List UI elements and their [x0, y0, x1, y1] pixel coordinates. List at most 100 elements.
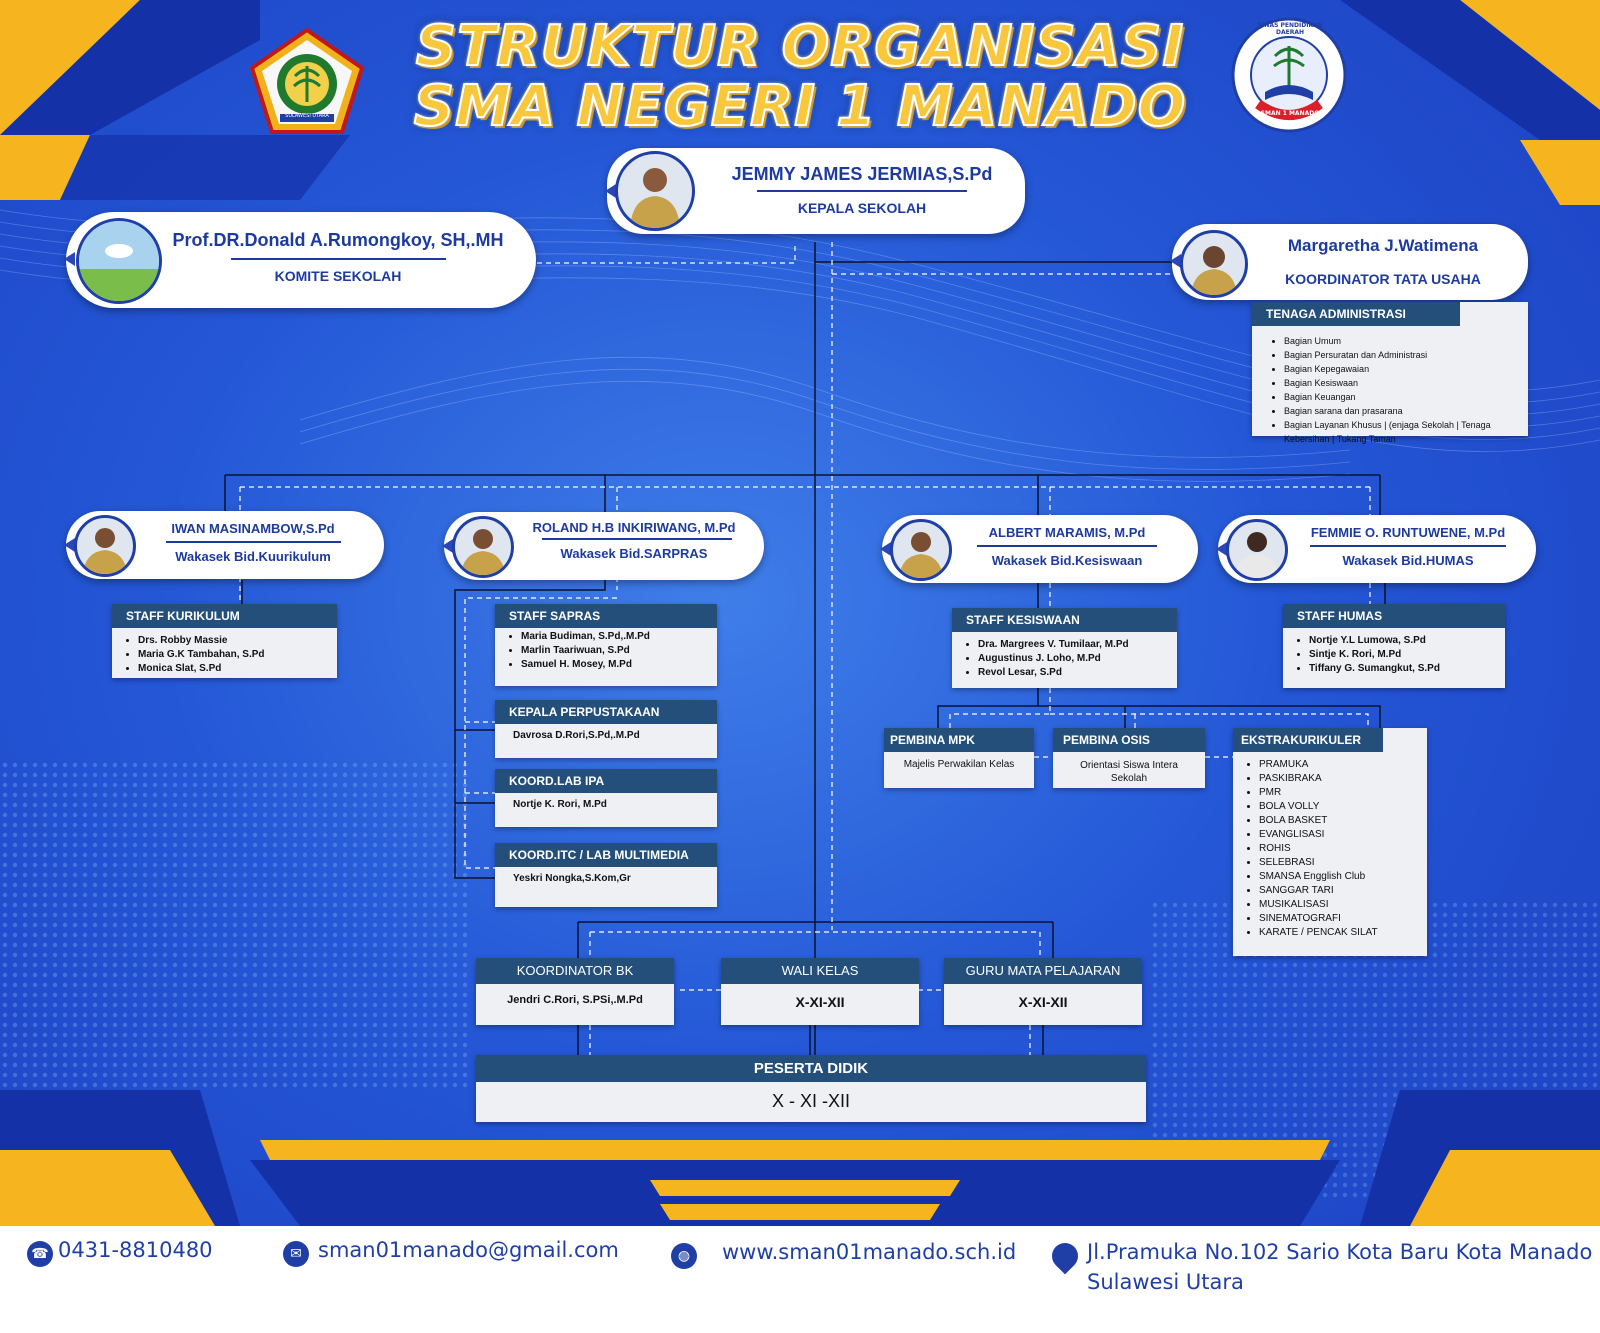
staff-kesiswaan-header: STAFF KESISWAAN: [952, 608, 1177, 632]
pointer-arrow-icon: [1216, 542, 1227, 556]
ekstrakurikuler-header: EKSTRAKURIKULER: [1233, 728, 1383, 752]
pointer-arrow-icon: [442, 539, 453, 553]
staff-kesiswaan-list: Dra. Margrees V. Tumilaar, M.PdAugustinu…: [952, 638, 1129, 680]
wakasek-kurikulum-role: Wakasek Bid.Kuurikulum: [175, 549, 331, 564]
staff-kurikulum-list: Drs. Robby MassieMaria G.K Tambahan, S.P…: [112, 634, 265, 676]
tenaga-administrasi-box: TENAGA ADMINISTRASI Bagian UmumBagian Pe…: [1252, 302, 1528, 444]
staff-humas-header: STAFF HUMAS: [1283, 604, 1505, 628]
koord-itc-value: Yeskri Nongka,S.Kom,Gr: [513, 873, 631, 884]
staff-list-item: Augustinus J. Loho, M.Pd: [978, 652, 1129, 666]
tata-usaha-photo-avatar: [1180, 230, 1248, 298]
globe-icon: ◍: [671, 1243, 697, 1269]
ekskul-list-item: EVANGLISASI: [1259, 828, 1378, 842]
staff-list-item: Dra. Margrees V. Tumilaar, M.Pd: [978, 638, 1129, 652]
guru-mapel-box: GURU MATA PELAJARAN X-XI-XII: [944, 958, 1142, 1025]
komite-sekolah-card: Prof.DR.Donald A.Rumongkoy, SH,.MH KOMIT…: [64, 212, 536, 308]
koord-itc-header: KOORD.ITC / LAB MULTIMEDIA: [495, 843, 717, 867]
footer-email[interactable]: sman01manado@gmail.com: [318, 1238, 619, 1262]
staff-kesiswaan-box: STAFF KESISWAAN Dra. Margrees V. Tumilaa…: [952, 608, 1177, 688]
ekskul-list-item: BOLA VOLLY: [1259, 800, 1378, 814]
ekskul-list-item: KARATE / PENCAK SILAT: [1259, 926, 1378, 940]
ekskul-list-item: SINEMATOGRAFI: [1259, 912, 1378, 926]
wakasek-sarpras-name: ROLAND H.B INKIRIWANG, M.Pd: [532, 520, 736, 535]
kepala-perpustakaan-value: Davrosa D.Rori,S.Pd,.M.Pd: [513, 730, 640, 741]
staff-list-item: Monica Slat, S.Pd: [138, 662, 265, 676]
wakasek-humas-card: FEMMIE O. RUNTUWENE, M.Pd Wakasek Bid.HU…: [1216, 515, 1536, 583]
komite-name: Prof.DR.Donald A.Rumongkoy, SH,.MH: [172, 230, 504, 250]
admin-section-item: Bagian Keuangan: [1284, 390, 1520, 404]
ekstrakurikuler-list: PRAMUKAPASKIBRAKAPMRBOLA VOLLYBOLA BASKE…: [1233, 758, 1378, 940]
ekskul-list-item: PMR: [1259, 786, 1378, 800]
kepala-name: JEMMY JAMES JERMIAS,S.Pd: [731, 164, 993, 184]
staff-list-item: Drs. Robby Massie: [138, 634, 265, 648]
staff-list-item: Maria Budiman, S.Pd,.M.Pd: [521, 630, 650, 644]
koordinator-bk-box: KOORDINATOR BK Jendri C.Rori, S.PSi,.M.P…: [476, 958, 674, 1025]
right-logo-text-top: DINAS PENDIDIKAN DAERAH: [1257, 22, 1323, 36]
staff-list-item: Sintje K. Rori, M.Pd: [1309, 648, 1440, 662]
wakasek-divider: [977, 545, 1157, 547]
wakasek-divider: [166, 541, 341, 543]
staff-kurikulum-box: STAFF KURIKULUM Drs. Robby MassieMaria G…: [112, 604, 337, 678]
admin-section-item: Bagian Kepegawaian: [1284, 362, 1520, 376]
admin-section-item: Bagian Umum: [1284, 334, 1520, 348]
guru-mapel-header: GURU MATA PELAJARAN: [944, 958, 1142, 984]
admin-section-item: Bagian Layanan Khusus | (enjaga Sekolah …: [1284, 418, 1520, 446]
wakasek-kurikulum-card: IWAN MASINAMBOW,S.Pd Wakasek Bid.Kuuriku…: [64, 511, 384, 579]
pembina-mpk-box: PEMBINA MPK Majelis Perwakilan Kelas: [884, 728, 1034, 788]
ekskul-list-item: BOLA BASKET: [1259, 814, 1378, 828]
wakasek-humas-role: Wakasek Bid.HUMAS: [1342, 553, 1474, 568]
koord-lab-ipa-header: KOORD.LAB IPA: [495, 769, 717, 793]
footer-website[interactable]: www.sman01manado.sch.id: [722, 1240, 1017, 1264]
ekskul-list-item: PASKIBRAKA: [1259, 772, 1378, 786]
staff-list-item: Marlin Taariwuan, S.Pd: [521, 644, 650, 658]
sman1-manado-emblem-icon: [1231, 17, 1347, 133]
wali-kelas-header: WALI KELAS: [721, 958, 919, 984]
tata-usaha-name: Margaretha J.Watimena: [1287, 236, 1479, 255]
kepala-sekolah-card: JEMMY JAMES JERMIAS,S.Pd KEPALA SEKOLAH: [605, 148, 1025, 234]
pembina-osis-box: PEMBINA OSIS Orientasi Siswa Intera Seko…: [1053, 728, 1205, 788]
kepala-perpustakaan-box: KEPALA PERPUSTAKAAN Davrosa D.Rori,S.Pd,…: [495, 700, 717, 758]
kepala-photo-avatar: [615, 151, 695, 231]
koordinator-bk-header: KOORDINATOR BK: [476, 958, 674, 984]
ekskul-list-item: SMANSA Engglish Club: [1259, 870, 1378, 884]
guru-mapel-value: X-XI-XII: [1018, 994, 1068, 1010]
staff-list-item: Tiffany G. Sumangkut, S.Pd: [1309, 662, 1440, 676]
koord-itc-box: KOORD.ITC / LAB MULTIMEDIA Yeskri Nongka…: [495, 843, 717, 907]
wakasek-divider: [1310, 545, 1506, 547]
pembina-mpk-value: Majelis Perwakilan Kelas: [903, 759, 1015, 770]
komite-divider: [231, 258, 446, 260]
footer-address-line1: Jl.Pramuka No.102 Sario Kota Baru Kota M…: [1087, 1240, 1593, 1264]
wakasek-kurikulum-avatar: [74, 515, 136, 577]
koord-lab-ipa-value: Nortje K. Rori, M.Pd: [513, 799, 607, 810]
email-icon: ✉: [283, 1241, 309, 1267]
tata-usaha-role: KOORDINATOR TATA USAHA: [1285, 271, 1481, 287]
komite-photo-avatar: [76, 218, 162, 304]
ekstrakurikuler-box: EKSTRAKURIKULER PRAMUKAPASKIBRAKAPMRBOLA…: [1233, 728, 1427, 956]
wakasek-humas-avatar: [1226, 519, 1288, 581]
wakasek-kurikulum-name: IWAN MASINAMBOW,S.Pd: [171, 521, 335, 536]
chart-title-line2: SMA NEGERI 1 MANADO: [413, 73, 1187, 140]
pointer-arrow-icon: [880, 542, 891, 556]
sulawesi-utara-emblem-icon: [250, 28, 365, 134]
staff-sapras-header: STAFF SAPRAS: [495, 604, 717, 628]
staff-sapras-list: Maria Budiman, S.Pd,.M.PdMarlin Taariwua…: [495, 630, 650, 672]
pointer-arrow-icon: [64, 538, 75, 552]
kepala-role: KEPALA SEKOLAH: [797, 200, 927, 216]
admin-section-item: Bagian Persuratan dan Administrasi: [1284, 348, 1520, 362]
admin-section-item: Bagian Kesiswaan: [1284, 376, 1520, 390]
wakasek-divider: [542, 538, 732, 540]
left-logo-text: SULAWESI UTARA: [285, 113, 329, 119]
komite-role: KOMITE SEKOLAH: [274, 268, 402, 284]
wakasek-sarpras-role: Wakasek Bid.SARPRAS: [560, 546, 708, 561]
staff-list-item: Revol Lesar, S.Pd: [978, 666, 1129, 680]
location-pin-icon: [1046, 1237, 1084, 1275]
right-logo-text-bottom: SMAN 1 MANADO: [1260, 110, 1320, 117]
staff-list-item: Samuel H. Mosey, M.Pd: [521, 658, 650, 672]
ekskul-list-item: MUSIKALISASI: [1259, 898, 1378, 912]
peserta-didik-value: X - XI -XII: [771, 1091, 850, 1111]
footer-phone: 0431-8810480: [58, 1238, 213, 1262]
tata-usaha-card: Margaretha J.Watimena KOORDINATOR TATA U…: [1170, 224, 1528, 300]
pembina-osis-value: Orientasi Siswa Intera Sekolah: [1080, 760, 1178, 784]
wakasek-sarpras-avatar: [452, 516, 514, 578]
